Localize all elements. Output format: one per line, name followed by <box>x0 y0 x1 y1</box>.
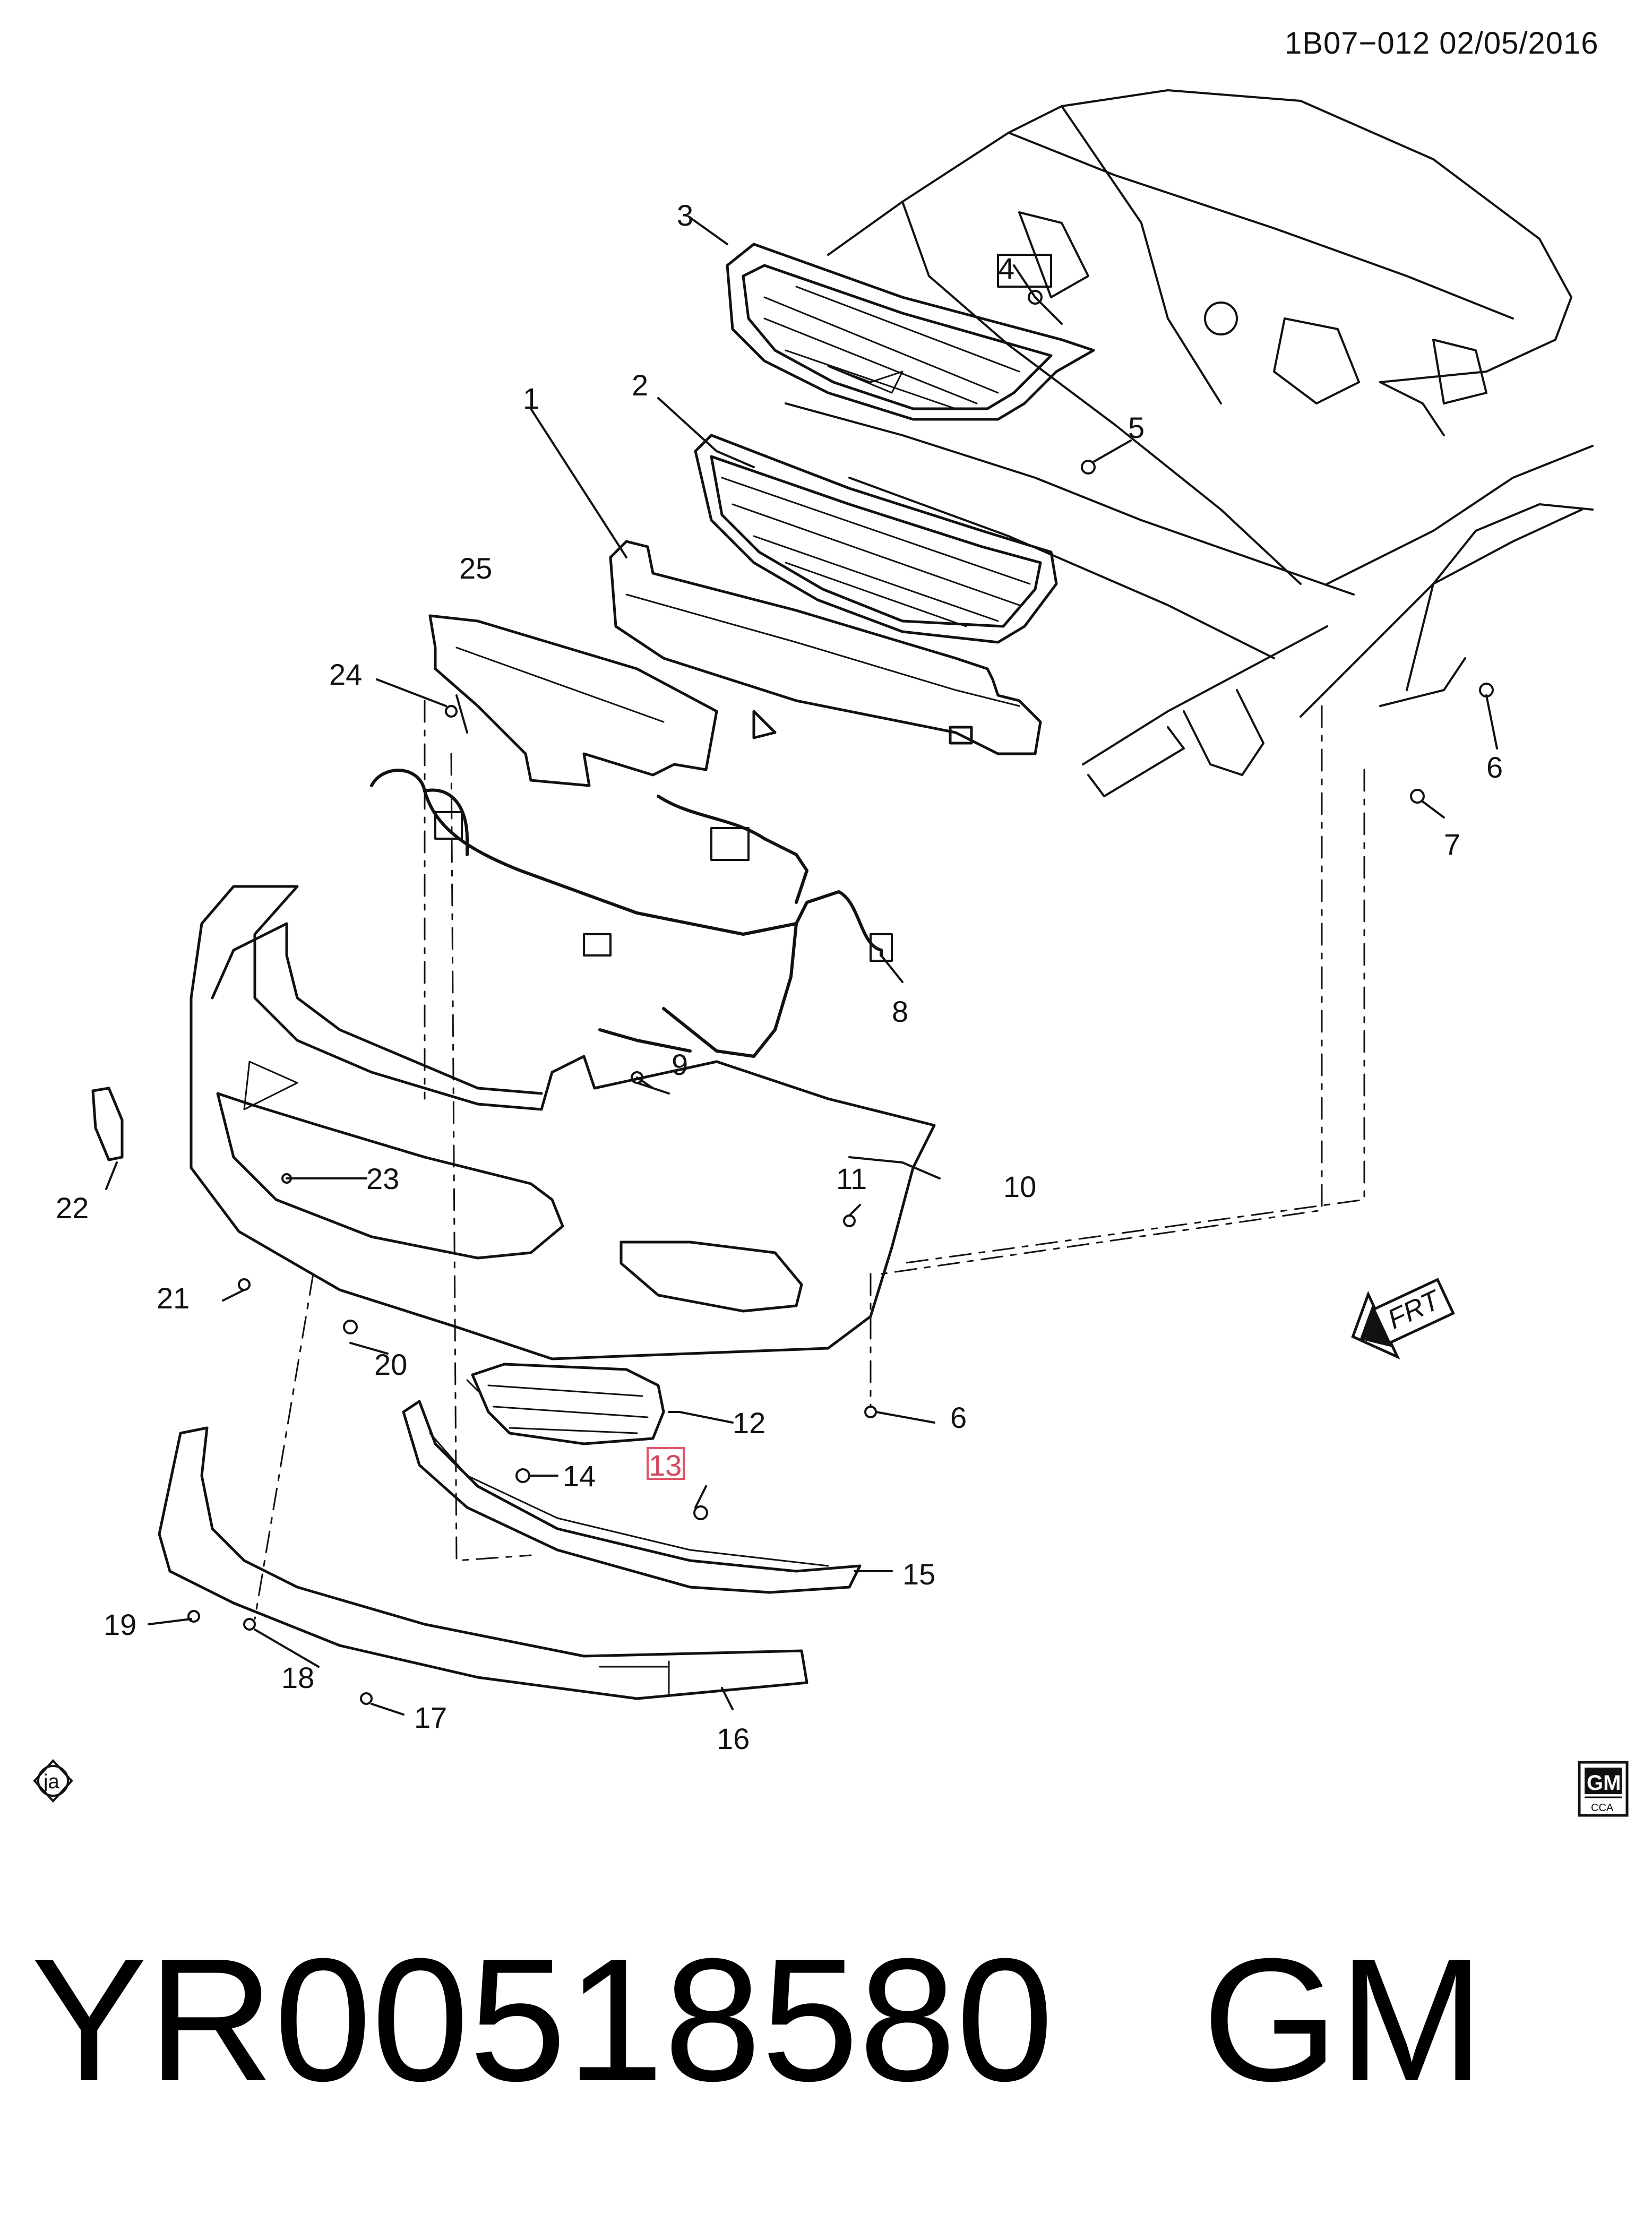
callout-2: 2 <box>632 368 648 402</box>
tow-hook-cover <box>91 1087 124 1161</box>
callout-1: 1 <box>523 382 539 415</box>
fasteners <box>187 290 1494 1705</box>
grille-insert <box>694 434 1058 644</box>
wiring-harness <box>370 769 893 1058</box>
diagram-reference: 1B07−012 02/05/2016 <box>1285 26 1599 61</box>
fastener-20 <box>343 1320 358 1334</box>
fastener-9 <box>631 1071 643 1084</box>
fastener-6-upper <box>1479 683 1494 697</box>
fastener-13 <box>693 1505 708 1520</box>
callout-5: 5 <box>1128 411 1145 444</box>
callout-13-highlight <box>647 1447 685 1480</box>
callout-12: 12 <box>733 1406 765 1440</box>
gm-logo-subtext: CCA <box>1591 1802 1614 1814</box>
callout-4: 4 <box>998 252 1014 285</box>
upper-grille <box>726 243 1095 421</box>
region-badge: ja <box>33 1759 73 1803</box>
callout-10: 10 <box>1003 1170 1036 1203</box>
fastener-18 <box>243 1618 256 1631</box>
upper-air-deflector <box>428 614 718 787</box>
bumper-lower-trim <box>158 1426 808 1700</box>
front-bumper-fascia <box>190 885 936 1360</box>
fastener-6-lower <box>864 1406 877 1418</box>
fastener-11 <box>843 1214 856 1227</box>
fastener-7 <box>1410 789 1425 804</box>
callout-6-upper: 6 <box>1486 751 1503 784</box>
callout-16: 16 <box>717 1722 750 1755</box>
callout-19: 19 <box>104 1608 136 1641</box>
callout-17: 17 <box>414 1701 447 1734</box>
callout-14: 14 <box>563 1459 596 1493</box>
callout-23: 23 <box>366 1162 399 1195</box>
fastener-21 <box>238 1278 251 1291</box>
brand-name: GM <box>1202 1922 1485 2117</box>
fastener-17 <box>360 1692 373 1705</box>
fastener-24 <box>445 705 458 718</box>
gm-logo-text: GM <box>1587 1771 1621 1795</box>
callout-18: 18 <box>281 1661 314 1694</box>
fastener-5 <box>1081 460 1096 475</box>
callout-7: 7 <box>1444 828 1460 861</box>
fastener-14 <box>515 1468 530 1483</box>
callout-25: 25 <box>459 552 492 585</box>
callout-6-lower: 6 <box>950 1401 967 1434</box>
leader-lines <box>105 217 1498 1716</box>
callout-11: 11 <box>836 1162 867 1195</box>
fastener-4 <box>1028 290 1043 305</box>
callout-labels: 1 2 3 4 5 6 6 7 8 9 10 11 12 13 14 15 16… <box>56 199 1503 1755</box>
alignment-dashed-lines <box>254 700 1365 1620</box>
fastener-19 <box>187 1610 200 1623</box>
lower-grille <box>471 1363 665 1445</box>
gm-logo: GM CCA <box>1578 1761 1629 1817</box>
fastener-23 <box>281 1173 292 1184</box>
part-number: YR00518580 <box>31 1922 1054 2117</box>
callout-15: 15 <box>902 1557 935 1591</box>
callout-3: 3 <box>677 199 693 232</box>
callout-8: 8 <box>892 995 908 1028</box>
region-badge-label: ja <box>43 1771 59 1793</box>
callout-22: 22 <box>56 1191 89 1225</box>
callout-13: 13 <box>649 1449 682 1482</box>
vehicle-front-structure <box>785 89 1594 797</box>
callout-9: 9 <box>672 1048 688 1081</box>
callout-21: 21 <box>157 1281 190 1315</box>
front-direction-arrow: FRT <box>1351 1278 1455 1360</box>
lower-air-deflector <box>402 1400 862 1594</box>
callout-20: 20 <box>374 1348 407 1381</box>
callout-24: 24 <box>329 658 362 691</box>
energy-absorber <box>609 540 1042 755</box>
